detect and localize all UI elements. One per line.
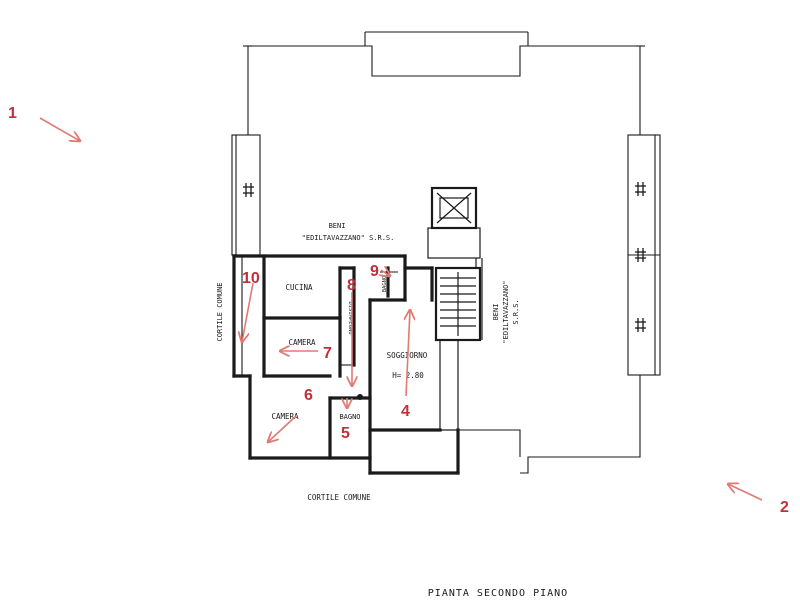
courtyard-bottom-label: CORTILE COMUNE [307,493,371,502]
courtyard-left-label: CORTILE COMUNE [216,282,224,341]
arrow-2 [728,484,763,501]
marker-7: 7 [323,345,332,362]
marker-5: 5 [341,425,350,442]
stairwell [427,186,483,431]
neighbor-top-line2: "EDILTAVAZZANO" S.R.S. [302,234,395,242]
room-camera-top: CAMERA [288,338,316,347]
marker-9: 9 [370,263,379,280]
apartment-walls [232,254,460,475]
room-camera-bottom: CAMERA [271,412,299,421]
marker-1: 1 [8,105,17,122]
viewpoint-arrows [39,117,763,501]
neighbor-top-line1: BENI [329,222,346,230]
viewpoint-markers: 1 2 4 5 6 7 8 9 10 [8,105,789,516]
plan-title: PIANTA SECONDO PIANO [428,588,568,599]
room-corridor: DISIMPEGNO [347,301,353,334]
arrow-10 [242,282,254,342]
room-bagno: BAGNO [339,413,360,421]
balcony-marks [243,182,646,332]
arrow-9 [381,270,390,276]
building-outline [231,31,661,474]
neighbor-right-line1: BENI [492,304,500,321]
neighbor-right-line3: S.R.S. [512,299,520,324]
marker-2: 2 [780,499,789,516]
room-wc: BAGNO [382,276,388,293]
arrow-4 [406,310,410,397]
marker-10: 10 [242,270,260,287]
arrow-6 [268,415,297,442]
marker-6: 6 [304,387,313,404]
room-cucina: CUCINA [285,283,313,292]
room-height: H= 2.80 [392,371,424,380]
marker-4: 4 [401,403,410,420]
marker-8: 8 [347,277,356,294]
neighbor-right-label: BENI "EDILTAVAZZANO" S.R.S. [492,280,520,343]
neighbor-top-label: BENI "EDILTAVAZZANO" S.R.S. [302,222,395,242]
neighbor-right-line2: "EDILTAVAZZANO" [502,280,510,343]
arrow-1 [39,117,80,141]
